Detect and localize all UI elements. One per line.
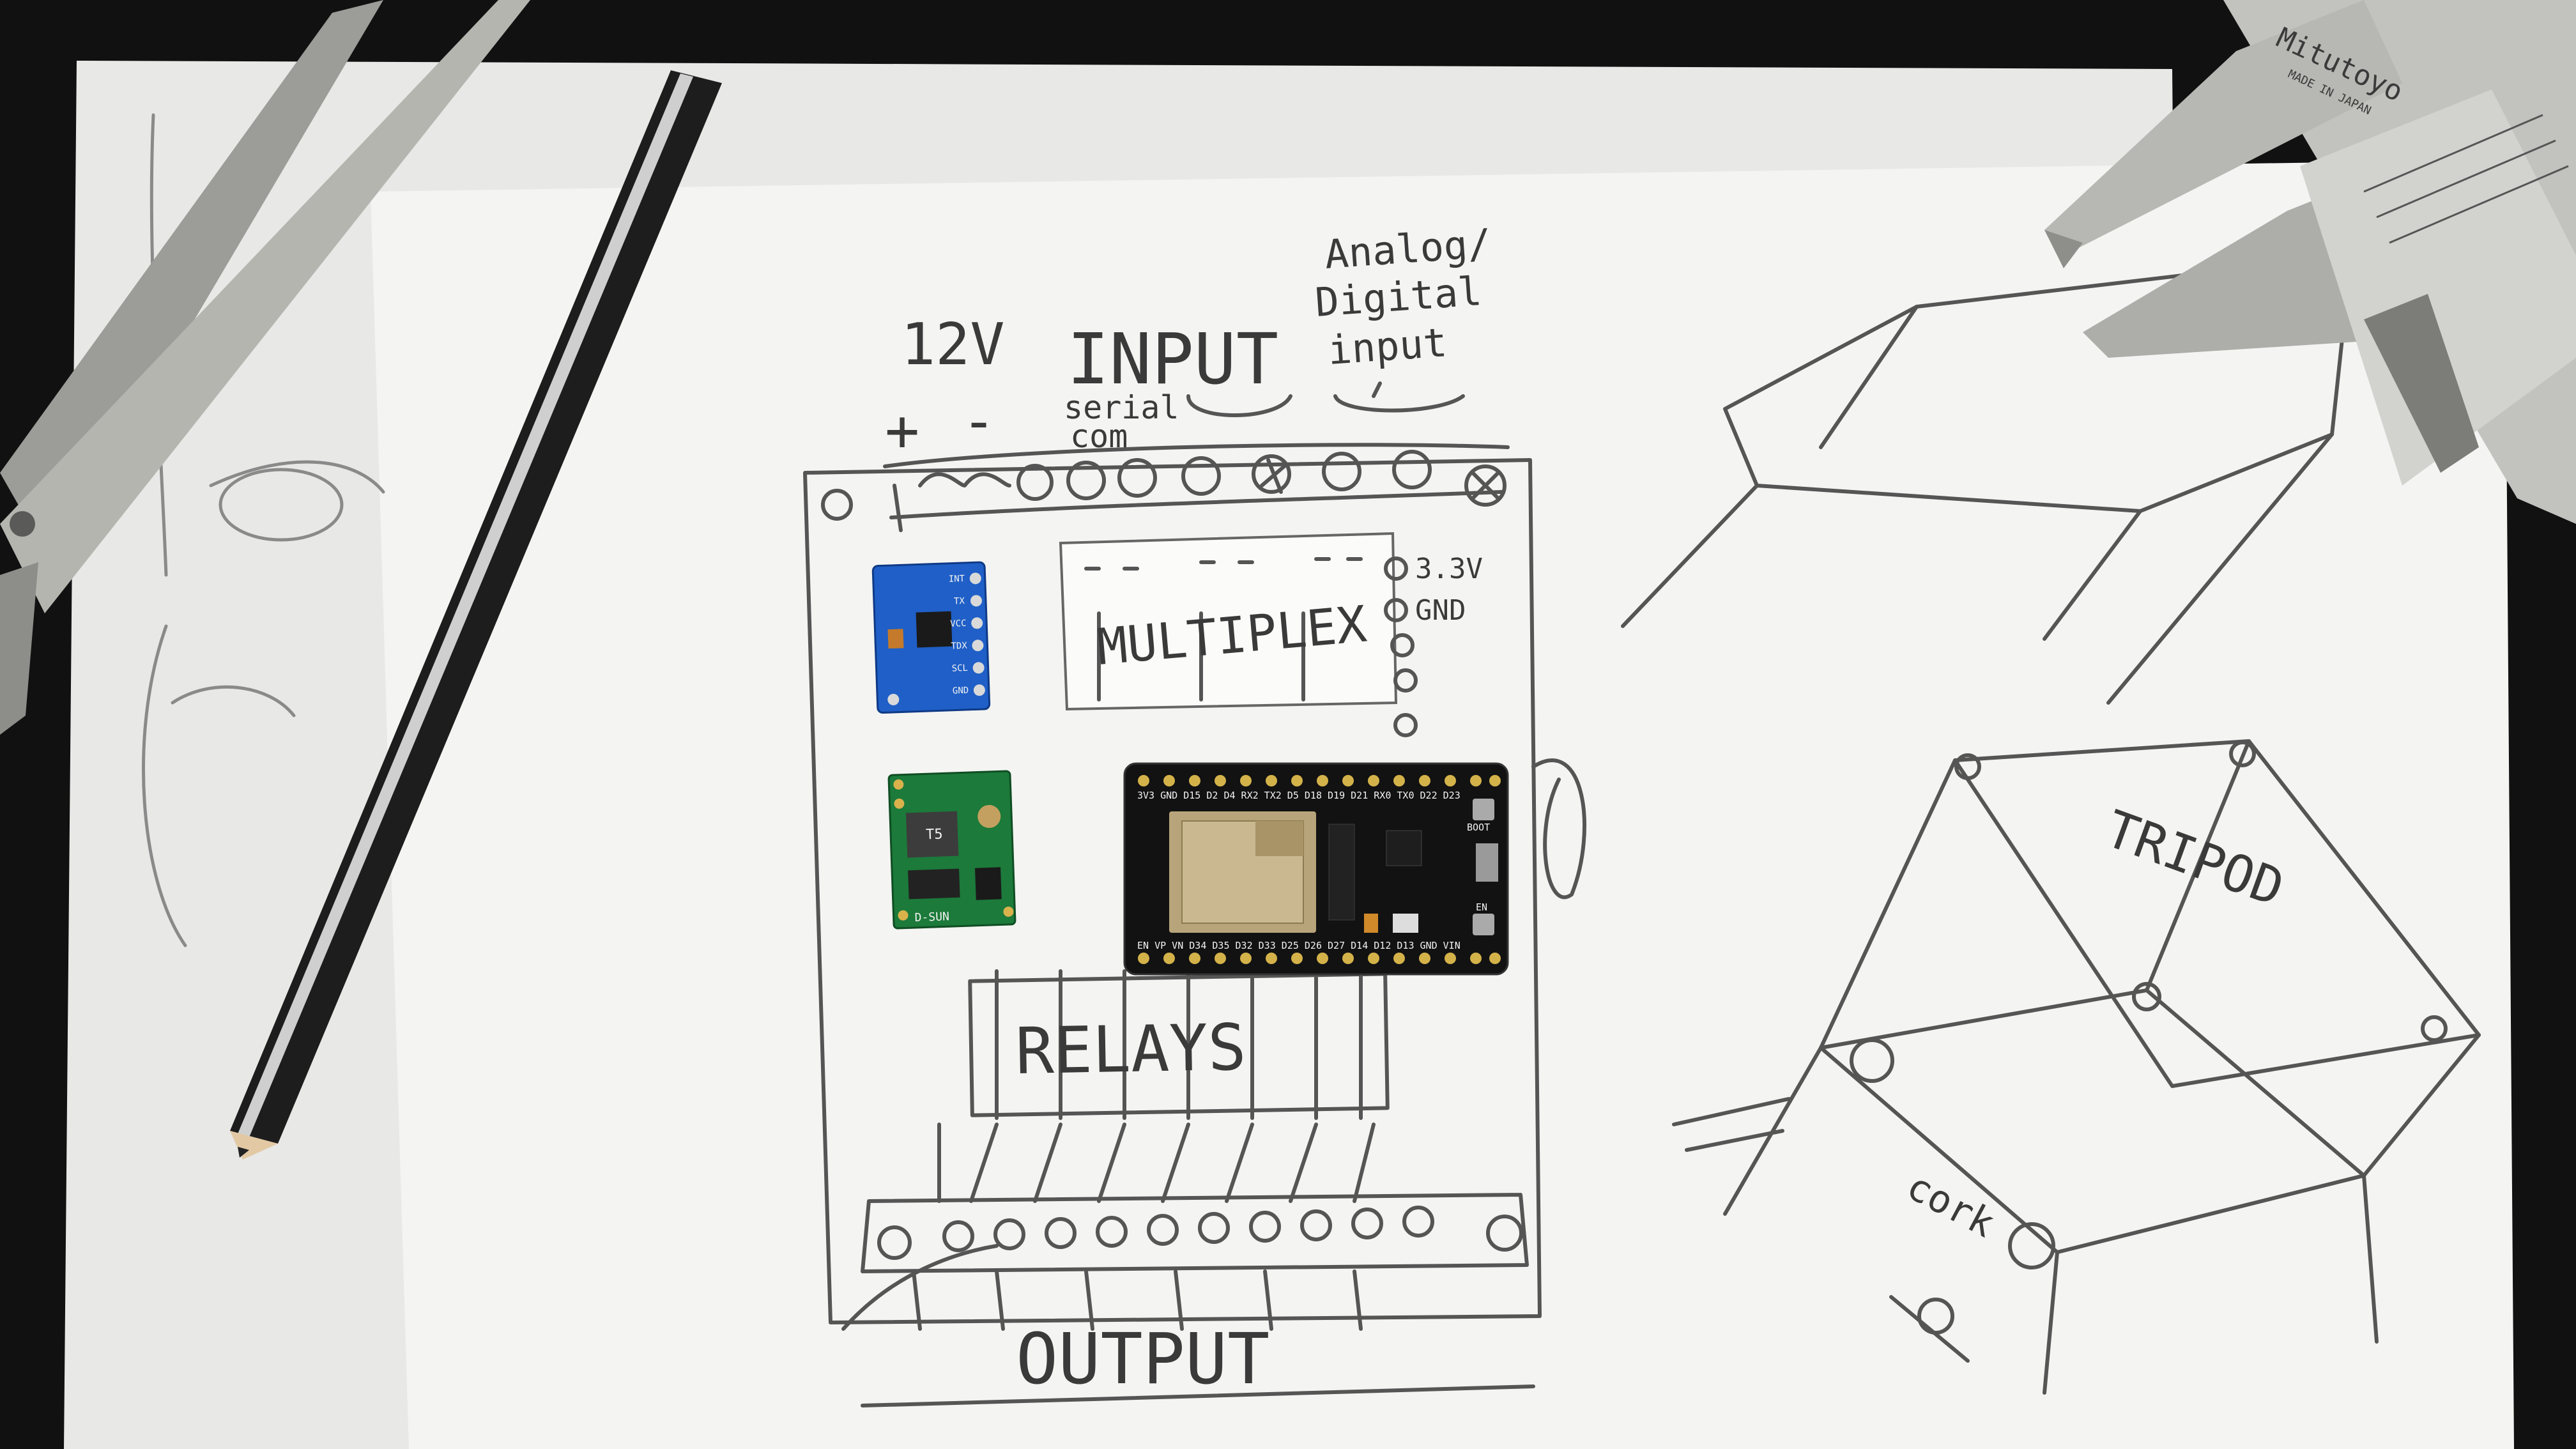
label-relays: RELAYS: [1015, 1010, 1246, 1089]
imu-module: INT TX VCC TDX SCL GND: [871, 561, 991, 714]
esp32-boot-label: BOOT: [1467, 822, 1490, 833]
buck-converter-module: D-SUN T5: [887, 770, 1016, 930]
tripod-sketch: [1621, 254, 2481, 1395]
label-input-small: input: [1326, 319, 1448, 374]
esp32-en-label: EN: [1476, 901, 1487, 913]
imu-pin-5: SCL: [951, 663, 968, 674]
enclosure-sketch: [803, 381, 1586, 1407]
esp32-top-pins: 3V3 GND D15 D2 D4 RX2 TX2 D5 D18 D19 D21…: [1137, 790, 1460, 801]
esp32-bottom-pins: EN VP VN D34 D35 D32 D33 D25 D26 D27 D14…: [1137, 940, 1460, 951]
label-12v: 12V: [901, 311, 1005, 378]
multiplexer-sketch: [1059, 532, 1418, 737]
esp32-devboard: 3V3 GND D15 D2 D4 RX2 TX2 D5 D18 D19 D21…: [1123, 762, 1509, 976]
imu-pin-2: TX: [954, 596, 965, 607]
label-digital: Digital: [1314, 268, 1483, 326]
imu-pin-4: TDX: [951, 641, 967, 652]
buck-brand: D-SUN: [914, 910, 949, 924]
label-plus: +: [885, 397, 919, 464]
label-minus: -: [962, 388, 996, 455]
label-input: INPUT: [1067, 318, 1278, 400]
label-analog: Analog/: [1323, 220, 1493, 278]
buck-chip: T5: [926, 826, 943, 843]
label-gnd: GND: [1415, 594, 1466, 627]
imu-pin-1: INT: [949, 574, 965, 585]
imu-pin-3: VCC: [950, 618, 967, 629]
label-com: com: [1070, 418, 1128, 455]
label-3v3: 3.3V: [1415, 553, 1483, 585]
pencil: [230, 70, 722, 1160]
scissors: [0, 0, 530, 735]
label-output: OUTPUT: [1016, 1318, 1269, 1400]
caliper: Mitutoyo MADE IN JAPAN: [2044, 0, 2576, 524]
label-serial: serial: [1064, 389, 1179, 426]
imu-pin-6: GND: [953, 686, 969, 696]
